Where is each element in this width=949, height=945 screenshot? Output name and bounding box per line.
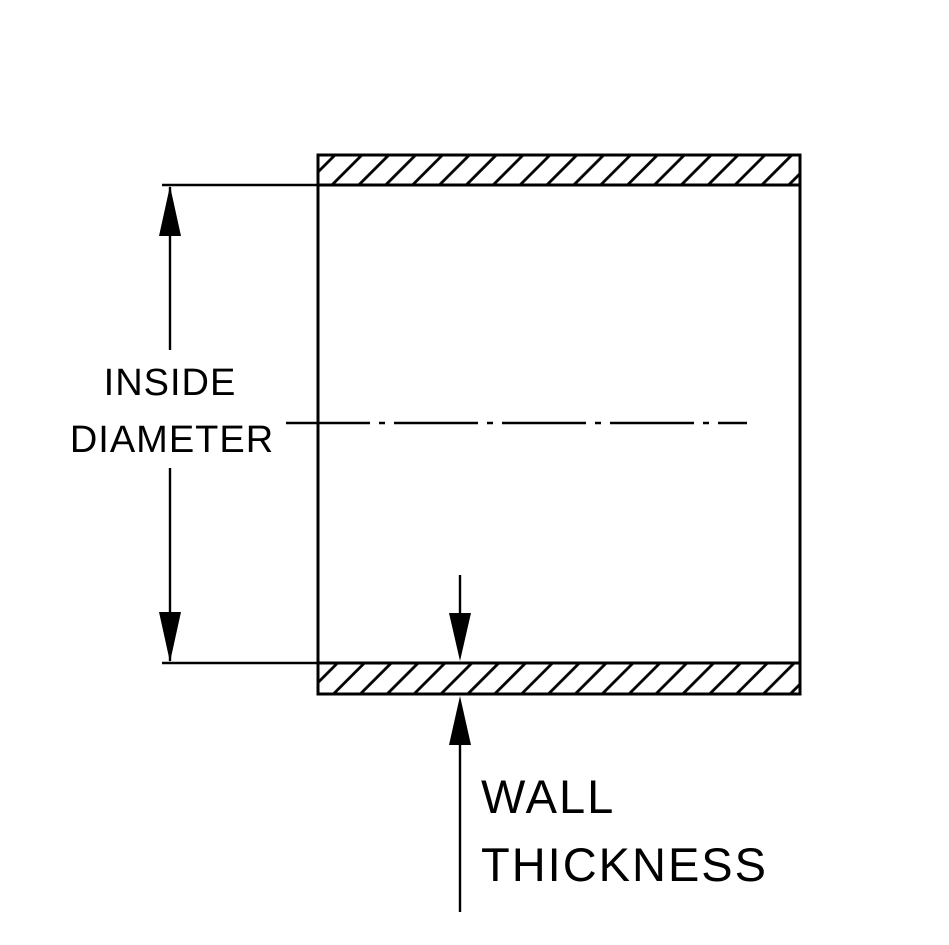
wall-thickness-label-line1: WALL	[481, 770, 615, 823]
inside-diameter-arrow-up-icon	[159, 186, 181, 236]
wall-thickness-label-line2: THICKNESS	[481, 838, 768, 891]
bottom-wall-hatch	[318, 663, 800, 694]
inside-diameter-label-line1: INSIDE	[104, 362, 237, 404]
wall-thickness-dimension: WALL THICKNESS	[449, 575, 768, 912]
inside-diameter-label-line2: DIAMETER	[70, 419, 274, 461]
top-wall-hatch	[318, 155, 800, 185]
wall-thickness-arrow-down-icon	[449, 613, 471, 661]
tube-body	[316, 153, 802, 696]
wall-thickness-arrow-up-icon	[449, 696, 471, 745]
inside-diameter-dimension: INSIDE DIAMETER	[70, 183, 318, 665]
inside-diameter-arrow-down-icon	[159, 612, 181, 662]
tube-outline	[316, 153, 802, 696]
